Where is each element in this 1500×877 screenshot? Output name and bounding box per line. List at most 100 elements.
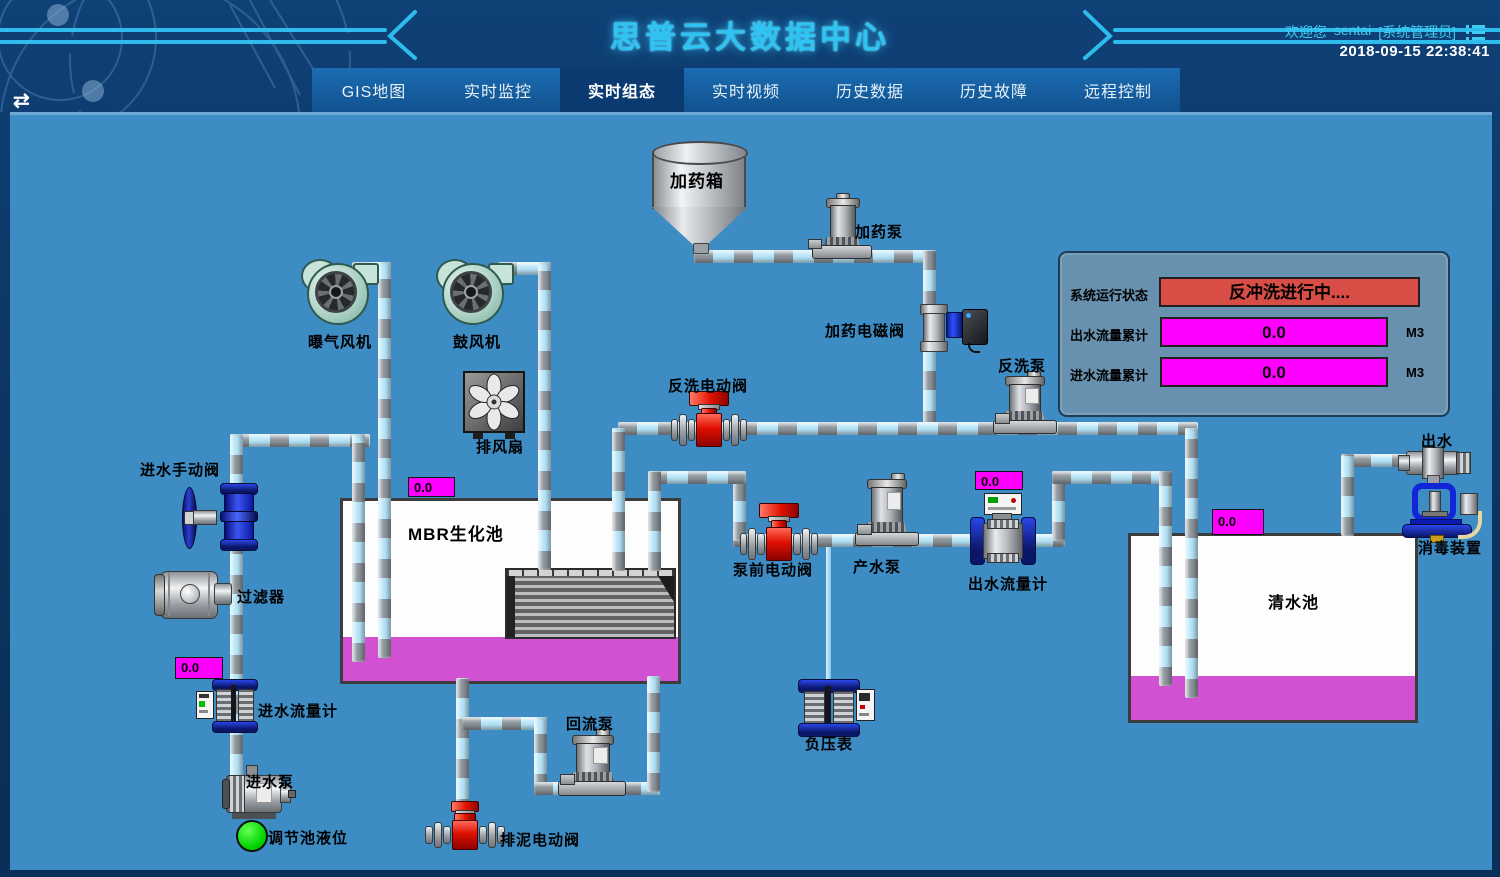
mbr-liquid xyxy=(343,637,678,681)
blower-label: 鼓风机 xyxy=(453,334,502,351)
tab-realtime-video[interactable]: 实时视频 xyxy=(711,84,780,101)
page-title: 思普云大数据中心 xyxy=(610,20,890,55)
dosing-pump-label: 加药泵 xyxy=(855,224,904,241)
nav-bar: GIS地图 实时监控 实时组态 实时视频 历史数据 历史故障 远程控制 xyxy=(312,68,1180,112)
filter-label: 过滤器 xyxy=(237,589,286,606)
inlet-flow-readout: 0.0 xyxy=(175,657,223,679)
inlet-flowmeter-label: 进水流量计 xyxy=(258,703,339,720)
inlet-total-value: 0.0 xyxy=(1160,357,1388,387)
membrane-module xyxy=(505,568,676,639)
prepump-valve-label: 泵前电动阀 xyxy=(733,562,814,579)
disinfection-device-label: 消毒装置 xyxy=(1418,540,1483,557)
product-pump-label: 产水泵 xyxy=(853,559,902,576)
meter-display xyxy=(984,493,1022,515)
pipe xyxy=(612,428,625,571)
pipe xyxy=(648,471,661,571)
aeration-blower[interactable] xyxy=(301,259,379,325)
dosing-solenoid-valve-label: 加药电磁阀 xyxy=(825,323,906,340)
product-pump[interactable] xyxy=(855,473,919,546)
tab-history-data[interactable]: 历史数据 xyxy=(835,84,904,101)
sludge-valve-label: 排泥电动阀 xyxy=(500,832,581,849)
outlet-label: 出水 xyxy=(1421,433,1454,450)
dosing-tank[interactable]: 加药箱 xyxy=(652,141,748,254)
solenoid-coil xyxy=(946,312,963,338)
inlet-total-label: 进水流量累计 xyxy=(1070,368,1149,383)
pipe-thin xyxy=(826,547,831,685)
exhaust-fan[interactable] xyxy=(463,371,525,439)
system-status-value: 反冲洗进行中.... xyxy=(1159,277,1420,307)
pipe xyxy=(456,678,469,818)
tab-remote-control[interactable]: 远程控制 xyxy=(1083,84,1152,101)
outlet-total-unit: M3 xyxy=(1406,325,1425,340)
backwash-valve-label: 反洗电动阀 xyxy=(668,378,749,395)
disinfection-device[interactable] xyxy=(1402,481,1486,543)
user-role: [系统管理员] xyxy=(1378,24,1456,40)
pipe xyxy=(1159,471,1172,686)
return-pump-label: 回流泵 xyxy=(566,716,615,733)
pipe xyxy=(230,434,370,447)
system-status-label: 系统运行状态 xyxy=(1070,288,1149,303)
filter[interactable] xyxy=(152,569,234,621)
outlet-flow-readout: 0.0 xyxy=(975,471,1023,490)
pipe xyxy=(462,717,547,730)
return-pump[interactable] xyxy=(556,729,626,796)
inlet-manual-valve-label: 进水手动阀 xyxy=(140,462,221,479)
inlet-flowmeter[interactable] xyxy=(196,679,260,733)
blower-hub xyxy=(464,285,478,299)
aeration-blower-label: 曝气风机 xyxy=(308,334,373,351)
prepump-valve[interactable] xyxy=(740,503,818,561)
pipe xyxy=(534,717,547,793)
vacuum-gauge-label: 负压表 xyxy=(805,736,854,753)
dosing-tank-label: 加药箱 xyxy=(670,172,724,191)
backwash-valve[interactable] xyxy=(671,391,747,447)
swap-arrows-icon[interactable]: ⇄ xyxy=(13,90,30,112)
vacuum-gauge[interactable] xyxy=(786,679,875,737)
tab-gis-map[interactable]: GIS地图 xyxy=(341,84,407,101)
dosing-pump[interactable] xyxy=(806,193,872,259)
inlet-pump[interactable] xyxy=(222,765,296,821)
status-panel: 系统运行状态 反冲洗进行中.... 出水流量累计 0.0 M3 进水流量累计 0… xyxy=(1058,251,1450,417)
pipe xyxy=(1341,454,1354,536)
pipe xyxy=(1352,454,1408,467)
outlet-flowmeter[interactable] xyxy=(970,493,1036,565)
sludge-valve[interactable] xyxy=(425,801,505,851)
mbr-tank-label: MBR生化池 xyxy=(408,525,504,544)
clean-water-liquid xyxy=(1131,676,1415,720)
welcome-text: 欢迎您 xyxy=(1284,24,1327,40)
meter-display xyxy=(196,691,214,719)
blower[interactable] xyxy=(436,259,514,325)
user-info: 欢迎您 sentai [系统管理员] xyxy=(1285,22,1456,42)
clean-tank-level-readout: 0.0 xyxy=(1212,509,1264,535)
scada-canvas: 加药箱 xyxy=(10,112,1492,870)
menu-list-icon[interactable] xyxy=(1466,25,1486,40)
inlet-manual-valve[interactable] xyxy=(180,483,258,553)
exhaust-fan-label: 排风扇 xyxy=(476,439,525,456)
tab-realtime-monitor[interactable]: 实时监控 xyxy=(463,84,532,101)
pipe xyxy=(1185,428,1198,698)
pipe xyxy=(538,262,551,570)
tab-history-fault[interactable]: 历史故障 xyxy=(959,84,1028,101)
pipe xyxy=(733,471,746,541)
outlet-total-value: 0.0 xyxy=(1160,317,1388,347)
backwash-pump[interactable] xyxy=(993,371,1057,434)
pipe xyxy=(647,676,660,792)
mbr-level-readout: 0.0 xyxy=(408,477,455,497)
clean-water-tank xyxy=(1128,533,1418,723)
inlet-total-unit: M3 xyxy=(1406,365,1425,380)
pipe xyxy=(1052,471,1065,541)
tab-realtime-scada[interactable]: 实时组态 xyxy=(560,68,684,112)
pipe xyxy=(1052,471,1172,484)
outlet-total-label: 出水流量累计 xyxy=(1070,328,1149,343)
fan-blades-icon xyxy=(468,373,520,431)
blower-hub xyxy=(329,285,343,299)
pipe xyxy=(378,262,391,658)
backwash-pump-label: 反洗泵 xyxy=(998,358,1047,375)
username: sentai xyxy=(1333,22,1372,38)
inlet-pump-label: 进水泵 xyxy=(246,774,295,791)
gauge-display xyxy=(856,689,875,721)
pipe xyxy=(352,434,365,662)
pipe xyxy=(648,471,746,484)
regulating-tank-level-label: 调节池液位 xyxy=(268,830,349,847)
datetime: 2018-09-15 22:38:41 xyxy=(1339,43,1490,60)
dosing-solenoid-valve[interactable] xyxy=(918,304,990,356)
